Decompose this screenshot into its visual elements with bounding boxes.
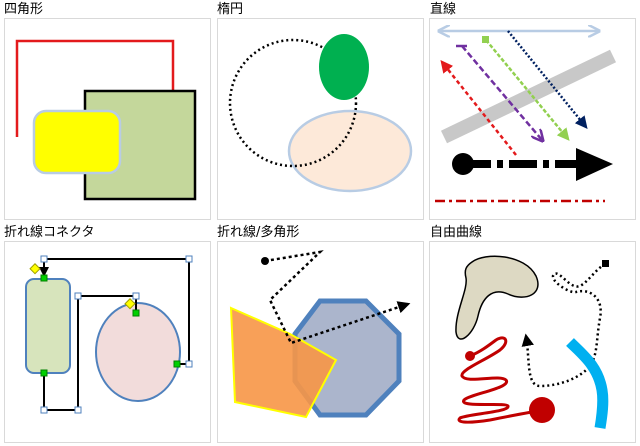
cell-title: 四角形 <box>4 2 44 17</box>
shape-panel <box>217 18 424 220</box>
red-squiggle[interactable] <box>457 336 545 424</box>
cell-title: 楕円 <box>217 2 244 17</box>
dotted-freeform-start <box>602 260 609 267</box>
connector-handles <box>40 255 193 414</box>
dotted-circle[interactable] <box>228 38 358 168</box>
red-dashed-arrow[interactable] <box>440 60 517 156</box>
dotted-freeform-arrow[interactable] <box>521 262 606 388</box>
shape-canvas <box>25 255 193 414</box>
shape-panel <box>4 241 211 443</box>
green-square[interactable] <box>83 89 197 201</box>
cell-line: 直線 <box>426 0 640 223</box>
cell-elbow-connector: 折れ線コネクタ <box>0 223 213 446</box>
red-squiggle-end <box>529 397 555 423</box>
peach-ellipse[interactable] <box>287 109 413 193</box>
shape-canvas <box>15 39 197 201</box>
green-ellipse[interactable] <box>319 34 369 100</box>
shape-panel <box>429 18 636 220</box>
pink-ellipse[interactable] <box>95 302 181 402</box>
cell-title: 折れ線コネクタ <box>4 225 95 240</box>
purple-dashed-arrow-line[interactable] <box>461 45 542 140</box>
navy-dotted-arrow[interactable] <box>507 30 588 129</box>
dotted-polyline-arrow[interactable] <box>264 250 411 345</box>
shape-canvas <box>455 255 609 429</box>
orange-polygon[interactable] <box>229 306 338 419</box>
cell-title: 折れ線/多角形 <box>217 225 300 240</box>
adjust-handles <box>29 263 136 310</box>
connection-points <box>40 274 181 377</box>
cell-freeform: 自由曲線 <box>426 223 640 446</box>
cyan-thick-curve[interactable] <box>566 338 609 429</box>
cell-ellipse: 楕円 <box>213 0 426 223</box>
shape-panel <box>429 241 636 443</box>
shape-panel <box>217 241 424 443</box>
gray-thick-line[interactable] <box>440 49 617 144</box>
lime-square-marker <box>482 36 489 43</box>
shape-panel <box>4 18 211 220</box>
cell-title: 直線 <box>430 2 457 17</box>
cell-title: 自由曲線 <box>430 225 483 240</box>
freeform-blob[interactable] <box>455 255 539 340</box>
yellow-rounded-rectangle[interactable] <box>32 109 122 175</box>
green-rounded-rectangle[interactable] <box>25 278 71 374</box>
shape-canvas <box>228 34 413 193</box>
red-open-rectangle[interactable] <box>15 39 175 137</box>
lime-dashed-arrow[interactable] <box>485 39 570 141</box>
shape-canvas <box>229 250 411 419</box>
black-dash-dot-arrow-head <box>576 148 613 181</box>
cell-rectangle: 四角形 <box>0 0 213 223</box>
shape-canvas <box>435 19 617 203</box>
cell-polyline-polygon: 折れ線/多角形 <box>213 223 426 446</box>
